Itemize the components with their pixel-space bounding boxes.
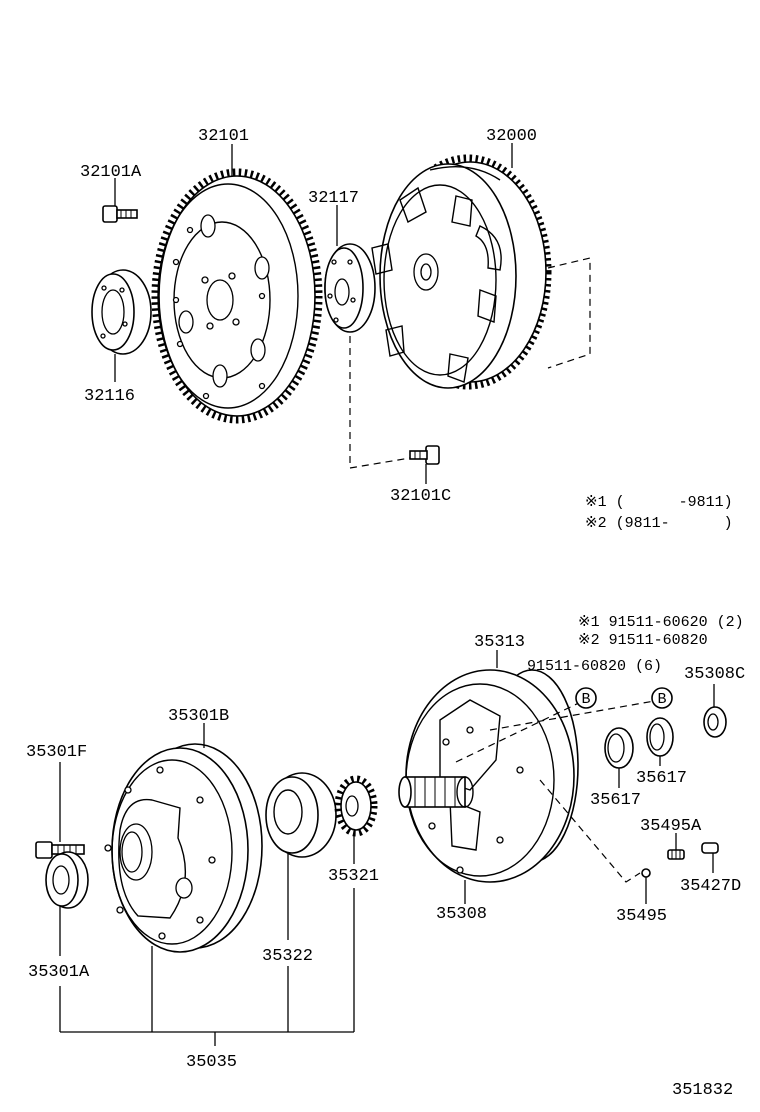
callout-b2-text: B xyxy=(657,691,666,708)
label-35308: 35308 xyxy=(436,905,487,924)
label-32101c: 32101C xyxy=(390,487,451,506)
bolt-32101c xyxy=(349,336,440,484)
label-35301a: 35301A xyxy=(28,963,90,982)
label-35301f: 35301F xyxy=(26,743,87,762)
label-35321: 35321 xyxy=(328,867,379,886)
bolt-32101a xyxy=(102,178,138,223)
label-35035: 35035 xyxy=(186,1053,237,1072)
label-35313: 35313 xyxy=(474,633,525,652)
o-ring-35617-a xyxy=(604,727,634,788)
callout-b1-text: B xyxy=(581,691,590,708)
assembly-bracket-35035 xyxy=(59,888,355,1046)
label-35617-b: 35617 xyxy=(636,769,687,788)
label-32000: 32000 xyxy=(486,127,537,146)
label-32101a: 32101A xyxy=(80,163,142,182)
label-35495a: 35495A xyxy=(640,817,702,836)
seal-35308c xyxy=(703,684,727,738)
label-32101: 32101 xyxy=(198,127,249,146)
oil-seal-35301a xyxy=(45,851,89,956)
drive-plate-32101 xyxy=(151,144,323,424)
label-35495: 35495 xyxy=(616,907,667,926)
label-35617-a: 35617 xyxy=(590,791,641,810)
label-32117: 32117 xyxy=(308,189,359,208)
plate-32117 xyxy=(324,205,376,333)
o-ring-35617-b xyxy=(646,717,674,766)
label-35308c: 35308C xyxy=(684,665,745,684)
label-35301b: 35301B xyxy=(168,707,229,726)
drive-gear-35321 xyxy=(334,775,378,864)
stator-shaft-35308 xyxy=(398,650,579,904)
note-bolt-3: 91511-60820 (6) xyxy=(527,658,662,675)
pump-body-35301b xyxy=(104,723,263,1032)
torque-converter-32000 xyxy=(371,143,591,390)
dashed-leader-b2 xyxy=(489,699,661,731)
callout-b2: B xyxy=(651,687,673,709)
plug-35427d xyxy=(701,842,719,873)
driven-gear-35322 xyxy=(265,772,337,940)
callout-b1: B xyxy=(575,687,597,709)
label-35427d: 35427D xyxy=(680,877,741,896)
bolt-35301f xyxy=(35,762,85,859)
label-32116: 32116 xyxy=(84,387,135,406)
spring-35495a xyxy=(667,833,685,860)
note-bolt-2: ※2 91511-60820 xyxy=(578,632,708,649)
diagram-id: 351832 xyxy=(672,1081,733,1100)
label-35322: 35322 xyxy=(262,947,313,966)
note-range-1: ※1 ( -9811) xyxy=(585,494,733,511)
ball-35495 xyxy=(539,779,651,904)
note-range-2: ※2 (9811- ) xyxy=(585,515,733,532)
note-bolt-1: ※1 91511-60620 (2) xyxy=(578,614,744,631)
spacer-32116 xyxy=(91,269,152,382)
